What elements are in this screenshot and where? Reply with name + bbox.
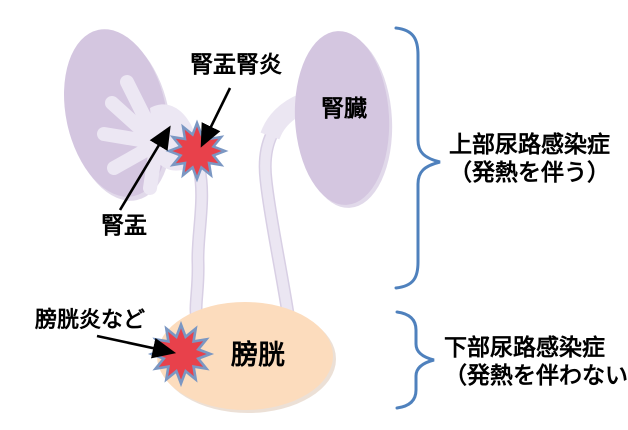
left-ureter-tube bbox=[191, 166, 207, 323]
left-ureter bbox=[189, 166, 209, 324]
kidney-label: 腎臓 bbox=[321, 96, 367, 122]
pyelonephritis-arrow bbox=[200, 87, 232, 148]
bladder-label: 膀胱 bbox=[230, 339, 285, 371]
lower-brace bbox=[395, 310, 435, 410]
lower-uti-line1: 下部尿路感染症 bbox=[444, 334, 605, 361]
pyelonephritis-label: 腎盂腎炎 bbox=[190, 52, 282, 78]
bladder-shape bbox=[157, 302, 336, 413]
renal-pelvis-label: 腎盂 bbox=[101, 213, 147, 239]
bladder-body bbox=[157, 302, 333, 410]
lower-uti-line2: （発熱を伴わない） bbox=[444, 362, 628, 389]
right-kidney bbox=[294, 31, 393, 208]
upper-uti-annotation: 上部尿路感染症 （発熱を伴う） bbox=[449, 131, 610, 186]
arrows bbox=[96, 87, 232, 359]
renal-pelvis-arrow bbox=[118, 125, 171, 211]
cystitis-arrow bbox=[96, 334, 177, 359]
right-kidney-body bbox=[294, 31, 390, 205]
upper-uti-line2: （発熱を伴う） bbox=[449, 159, 610, 186]
lower-uti-annotation: 下部尿路感染症 （発熱を伴わない） bbox=[444, 334, 628, 389]
upper-brace bbox=[394, 26, 441, 290]
cystitis-label: 膀胱炎など bbox=[35, 307, 145, 333]
upper-uti-line1: 上部尿路感染症 bbox=[449, 131, 610, 158]
